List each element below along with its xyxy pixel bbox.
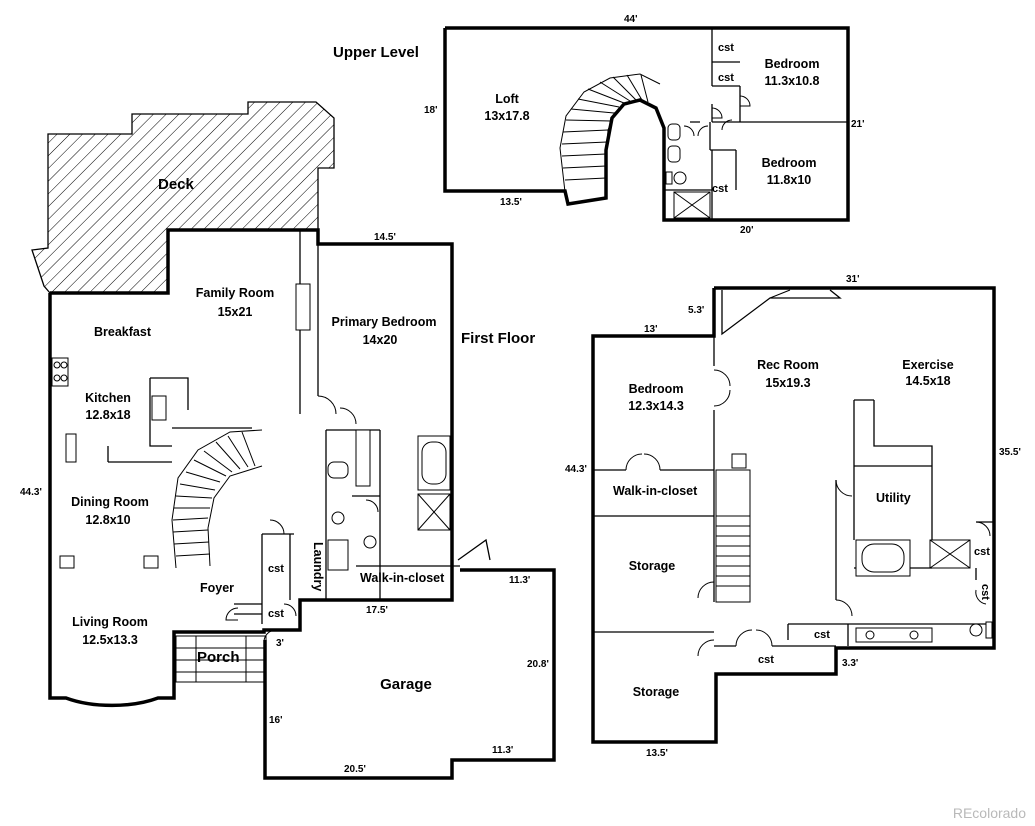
lower-dim-right: 35.5' — [999, 447, 1021, 458]
porch-label: Porch — [197, 649, 240, 666]
lower-level: Bedroom 12.3x14.3 Rec Room 15x19.3 Exerc… — [565, 274, 1021, 759]
lower-stairs — [715, 469, 751, 603]
first-dim-closet-bottom: 17.5' — [366, 605, 388, 616]
foyer-spiral-stair — [171, 429, 263, 569]
garage-dim-bottom: 20.5' — [344, 764, 366, 775]
upper-dim-bottom-left: 13.5' — [500, 197, 522, 208]
loft-label: Loft — [495, 92, 519, 106]
lower-bedroom-size: 12.3x14.3 — [628, 399, 684, 413]
kitchen-size: 12.8x18 — [85, 408, 130, 422]
first-floor-outline — [48, 228, 454, 708]
lower-dim-bottom-right: 3.3' — [842, 658, 858, 669]
lower-dim-top-left: 13' — [644, 324, 658, 335]
first-closet-2: cst — [268, 608, 284, 620]
upper-dim-left: 18' — [424, 105, 438, 116]
exercise-size: 14.5x18 — [905, 374, 950, 388]
cooktop — [51, 357, 69, 387]
fireplace — [295, 283, 311, 331]
dining-room-label: Dining Room — [71, 495, 149, 509]
lower-closet-4: cst — [758, 654, 774, 666]
living-room-label: Living Room — [72, 615, 148, 629]
lower-dim-left: 44.3' — [565, 464, 587, 475]
upper-level-outline — [443, 26, 850, 222]
upper-bedroom-1-size: 11.3x10.8 — [765, 74, 820, 88]
garage-dim-inner: 11.3' — [492, 745, 513, 756]
lower-closet-3: cst — [814, 629, 830, 641]
garage-label: Garage — [380, 676, 432, 693]
first-floor: First Floor Deck Family Room 15x21 Prima… — [20, 101, 556, 780]
garage-dim-top: 11.3' — [509, 575, 530, 586]
kitchen-label: Kitchen — [85, 391, 131, 405]
garage-dim-right: 20.8' — [527, 659, 549, 670]
foyer-label: Foyer — [200, 581, 234, 595]
deck — [31, 101, 335, 294]
upper-dim-bottom-right: 20' — [740, 225, 754, 236]
garage-outline — [263, 568, 556, 780]
upper-bedroom-2-label: Bedroom — [762, 156, 817, 170]
upper-door — [739, 95, 751, 107]
rec-room-label: Rec Room — [757, 358, 819, 372]
lower-bathtub — [855, 539, 911, 577]
storage-1-label: Storage — [629, 559, 676, 573]
lower-walk-in-closet-label: Walk-in-closet — [613, 484, 698, 498]
lower-dim-left-top: 5.3' — [688, 305, 704, 316]
watermark: REcolorado — [953, 805, 1026, 821]
living-room-size: 12.5x13.3 — [82, 633, 138, 647]
family-room-label: Family Room — [196, 286, 275, 300]
primary-bedroom-label: Primary Bedroom — [332, 315, 437, 329]
kitchen-sink — [151, 395, 167, 421]
loft-size: 13x17.8 — [484, 109, 529, 123]
lower-closet-1: cst — [974, 546, 990, 558]
first-floor-title: First Floor — [461, 330, 535, 347]
primary-bedroom-size: 14x20 — [363, 333, 398, 347]
family-room-size: 15x21 — [218, 305, 253, 319]
upper-level-title: Upper Level — [333, 44, 419, 61]
upper-closet-3: cst — [712, 183, 728, 195]
breakfast-label: Breakfast — [94, 325, 152, 339]
upper-dim-top: 44' — [624, 14, 638, 25]
lower-dim-top: 31' — [846, 274, 860, 285]
first-closet-1: cst — [268, 563, 284, 575]
utility-label: Utility — [876, 491, 911, 505]
upper-bedroom-2-size: 11.8x10 — [767, 173, 812, 187]
deck-label: Deck — [158, 176, 195, 193]
garage-dim-left: 16' — [269, 715, 283, 726]
first-dim-top: 14.5' — [374, 232, 396, 243]
first-dim-left: 44.3' — [20, 487, 42, 498]
upper-interior-walls — [664, 28, 848, 220]
upper-closet-1: cst — [718, 42, 734, 54]
lower-shower — [929, 539, 971, 569]
storage-2-label: Storage — [633, 685, 680, 699]
upper-shower — [673, 191, 711, 219]
porch — [175, 635, 267, 683]
lower-dim-bottom: 13.5' — [646, 748, 668, 759]
upper-spiral-stair — [559, 73, 661, 193]
exercise-label: Exercise — [902, 358, 953, 372]
primary-shower — [417, 493, 451, 531]
dining-room-size: 12.8x10 — [85, 513, 130, 527]
upper-dim-right: 21' — [851, 119, 865, 130]
lower-closet-2: cst — [979, 584, 991, 600]
upper-level: Upper Level 44' 18' 13.5' 21' 20' Loft 1… — [333, 14, 865, 236]
washer-dryer — [327, 539, 349, 571]
lower-interior-walls — [593, 336, 994, 647]
upper-bedroom-1-label: Bedroom — [765, 57, 820, 71]
primary-walk-in-closet-label: Walk-in-closet — [360, 571, 445, 585]
bathtub — [417, 435, 451, 491]
lower-bedroom-label: Bedroom — [629, 382, 684, 396]
laundry-label: Laundry — [311, 542, 325, 591]
lower-level-outline — [591, 286, 996, 744]
upper-closet-2: cst — [718, 72, 734, 84]
rec-room-size: 15x19.3 — [765, 376, 810, 390]
first-dim-porch: 3' — [276, 638, 284, 649]
